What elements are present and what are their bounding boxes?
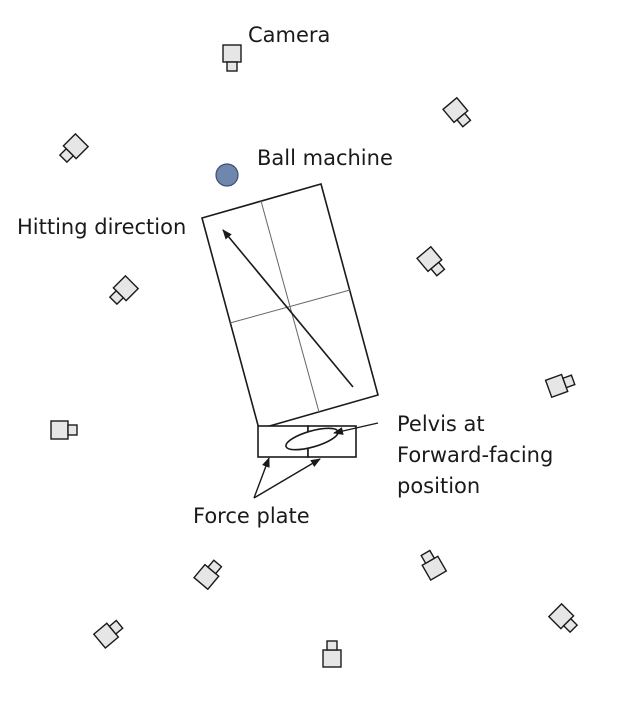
force-plate-pointer-right [253, 458, 321, 499]
pelvis-label-line-2: Forward-facing [397, 443, 553, 467]
camera-icon [420, 549, 448, 581]
pelvis-label-line-1: Pelvis at [397, 412, 485, 436]
camera-lens [562, 617, 579, 634]
force-plate-label: Force plate [193, 504, 310, 528]
camera-icon [92, 619, 124, 649]
hitting-area-cross-line [229, 289, 351, 324]
camera-icon [416, 245, 446, 277]
camera-icon [58, 132, 90, 164]
camera-lens [430, 261, 446, 277]
camera-lens [207, 559, 223, 575]
camera-lens [226, 61, 238, 72]
camera-icon [50, 420, 78, 440]
hitting-area [201, 183, 379, 430]
camera-body [222, 44, 242, 63]
force-plate-pointer-left [253, 457, 270, 499]
camera-icon [108, 274, 140, 306]
ball-machine-icon [215, 163, 239, 187]
camera-body [322, 649, 342, 668]
camera-body [50, 420, 69, 440]
camera-lens [67, 424, 78, 436]
camera-lens [562, 374, 576, 389]
pelvis-pointer-arrow [333, 422, 379, 435]
pelvis-label-line-3: position [397, 474, 480, 498]
hitting-direction-label: Hitting direction [17, 215, 186, 239]
hitting-direction-arrow [222, 229, 354, 388]
camera-icon [222, 44, 242, 72]
camera-icon [442, 96, 472, 128]
camera-lens [456, 112, 472, 128]
camera-icon [193, 559, 223, 591]
camera-lens [58, 147, 75, 164]
camera-icon [547, 602, 579, 634]
camera-icon [322, 640, 342, 668]
camera-group [50, 44, 579, 668]
camera-label: Camera [248, 23, 330, 47]
hitting-area-outline [201, 183, 379, 430]
camera-lens [420, 549, 436, 565]
camera-lens [108, 289, 125, 306]
camera-icon [544, 373, 576, 399]
camera-lens [326, 640, 338, 651]
camera-lens [108, 619, 124, 635]
ball-machine-label: Ball machine [257, 146, 393, 170]
